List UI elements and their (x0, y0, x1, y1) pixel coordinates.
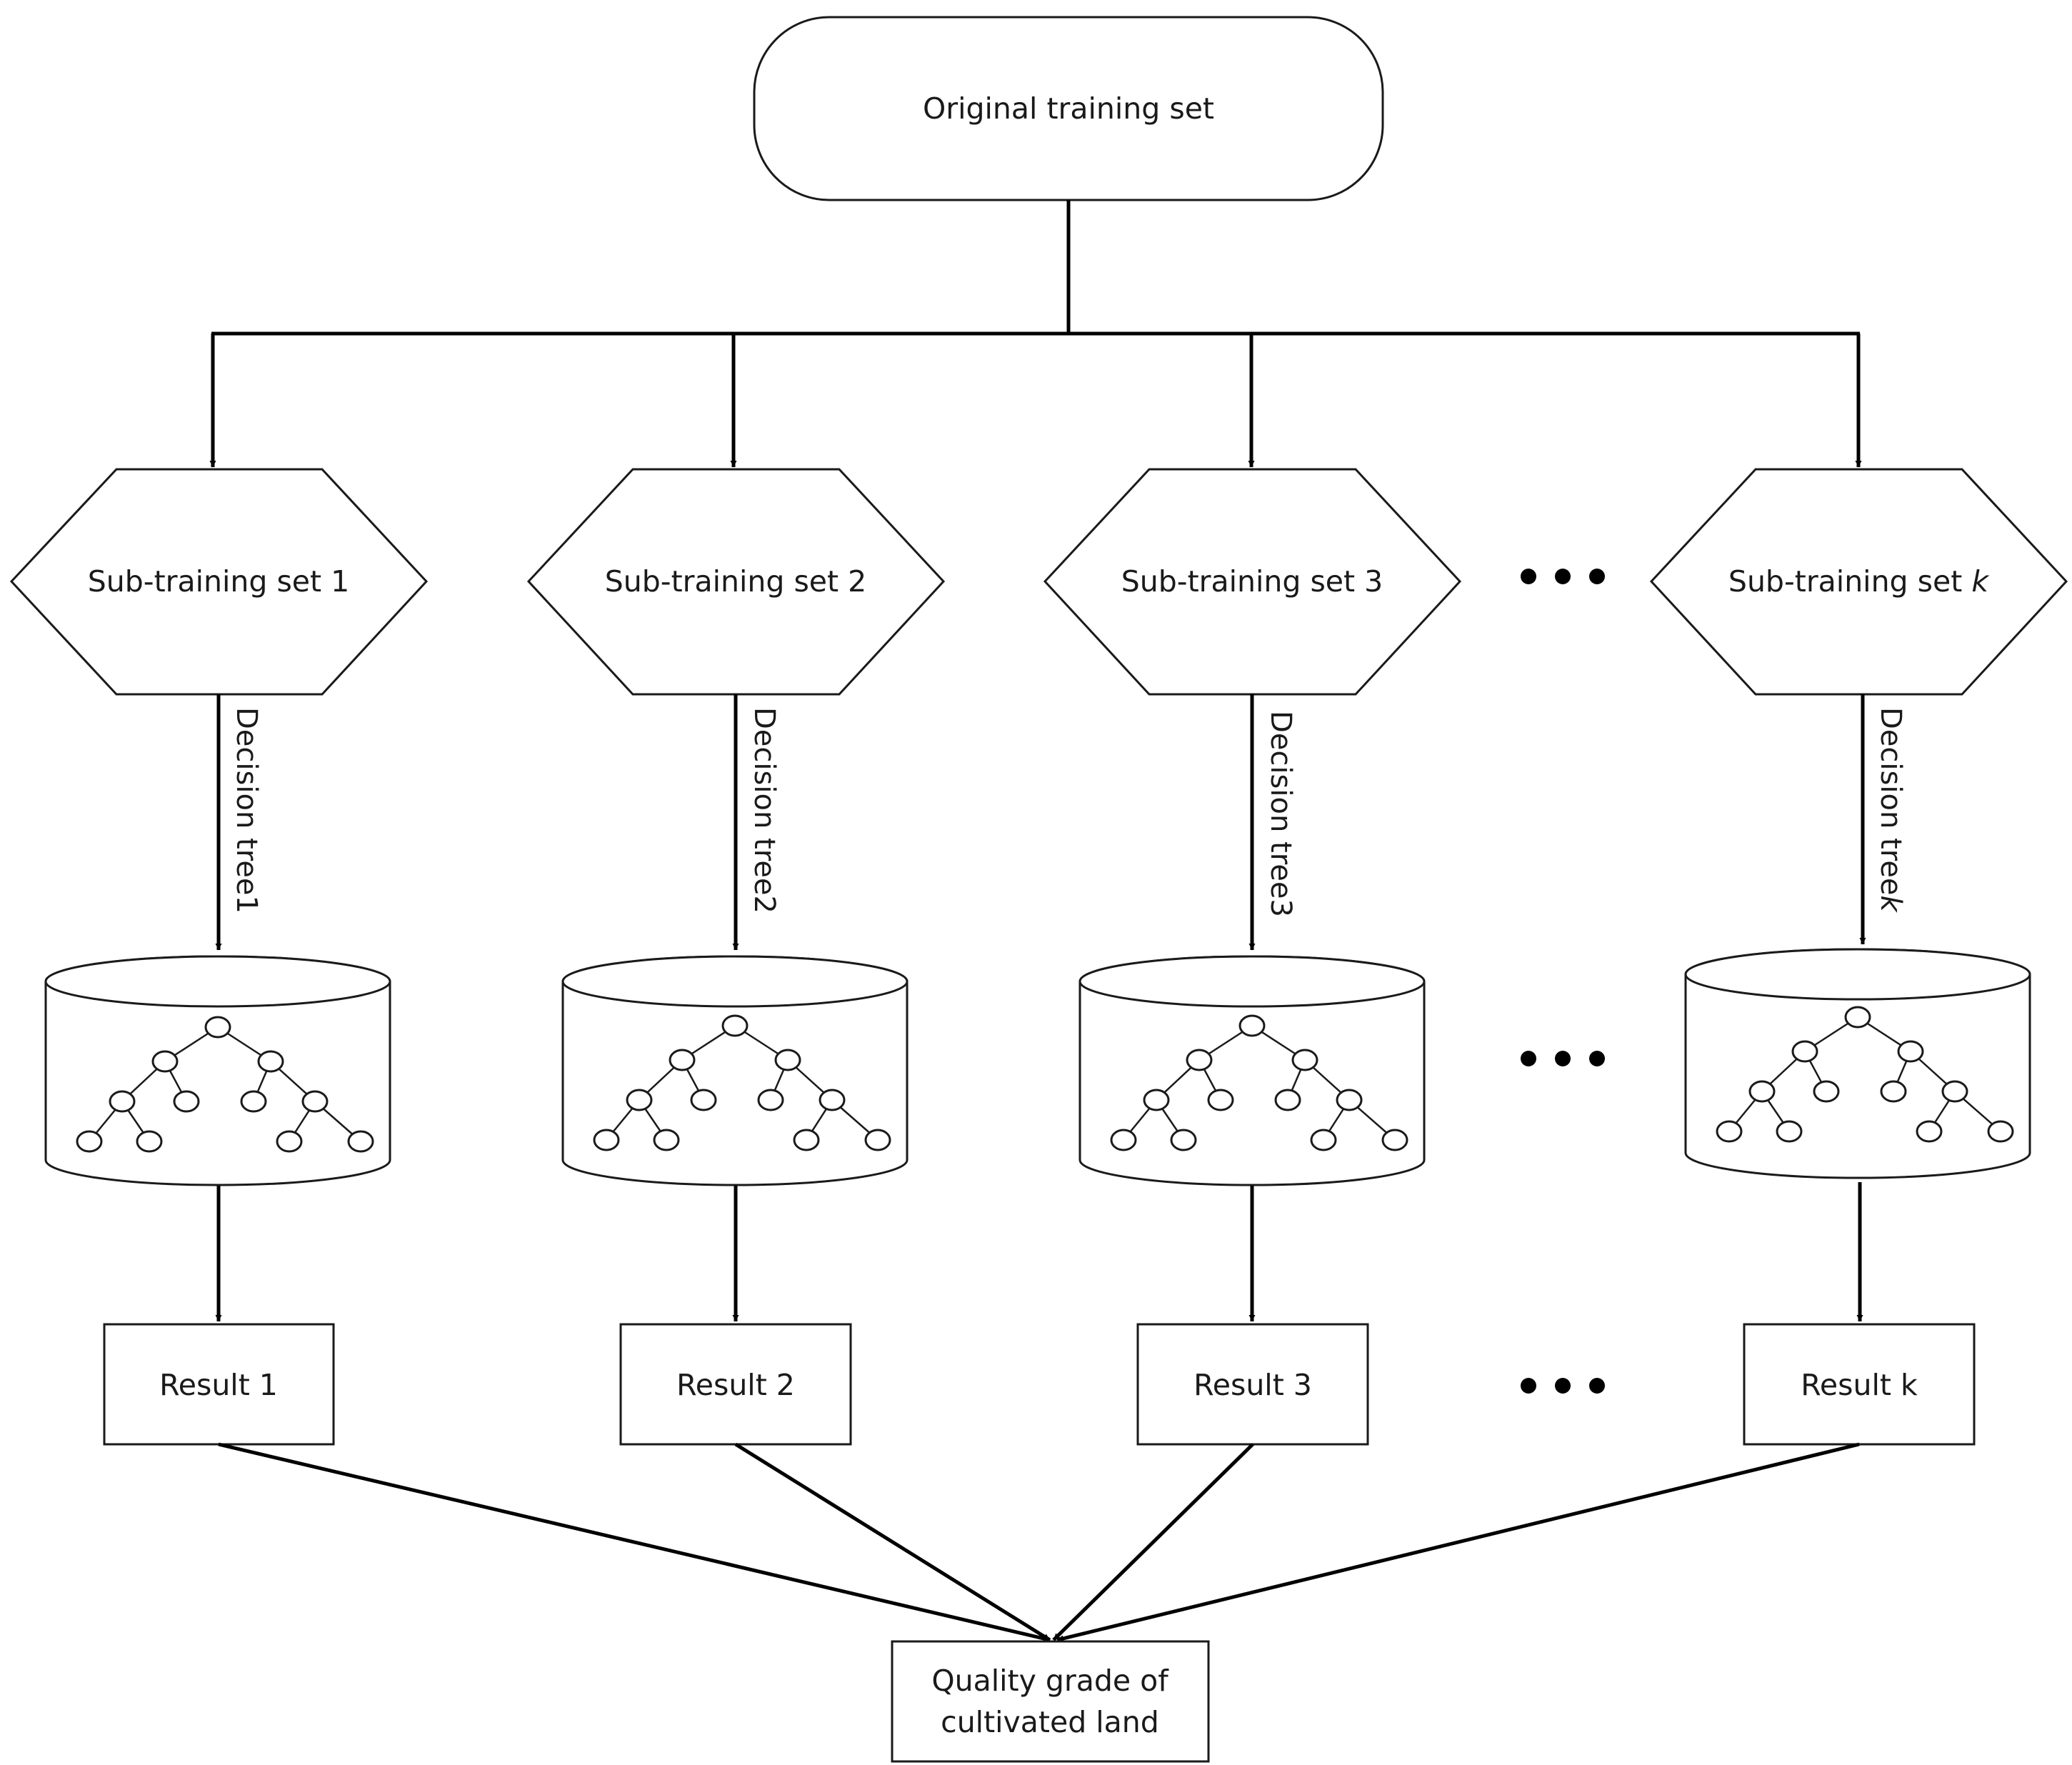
result-k-label: Result k (1801, 1368, 1918, 1402)
output-node: Quality grade of cultivated land (891, 1640, 1210, 1763)
tree-cylinder-k (1684, 948, 2031, 1179)
result-2-label: Result 2 (676, 1368, 795, 1402)
sub-training-set-k: Sub-training set k (1649, 468, 2068, 696)
sub-training-set-k-label: Sub-training set k (1728, 564, 1990, 599)
result-arrows (215, 1182, 1863, 1321)
result-2: Result 2 (619, 1323, 852, 1446)
root-label: Original training set (923, 91, 1214, 126)
sub-training-set-2: Sub-training set 2 (526, 468, 946, 696)
tree-cylinder-2 (561, 955, 909, 1186)
sub-training-set-3-label: Sub-training set 3 (1121, 564, 1383, 599)
sub-training-set-3: Sub-training set 3 (1043, 468, 1462, 696)
ellipsis-results (1521, 1378, 1605, 1394)
tree-cylinder-1 (44, 955, 391, 1186)
sub-training-set-2-label: Sub-training set 2 (605, 564, 866, 599)
decision-tree-arrows (215, 694, 1866, 950)
decision-tree-label-3: Decision tree3 (1264, 711, 1297, 917)
aggregation-arrows (218, 1442, 1860, 1642)
root-node: Original training set (753, 16, 1384, 201)
result-1: Result 1 (103, 1323, 335, 1446)
decision-tree-label-1: Decision tree1 (230, 707, 263, 914)
sub-training-set-1-label: Sub-training set 1 (88, 564, 349, 599)
result-k: Result k (1743, 1323, 1976, 1446)
output-label-line1: Quality grade of (931, 1664, 1169, 1698)
ellipsis-trees (1521, 1051, 1605, 1066)
result-1-label: Result 1 (159, 1368, 278, 1402)
sub-training-set-1: Sub-training set 1 (9, 468, 429, 696)
fan-out-connectors (209, 200, 1862, 467)
decision-tree-label-2: Decision tree2 (748, 707, 781, 914)
decision-tree-label-k: Decision treek (1874, 707, 1907, 913)
result-3: Result 3 (1136, 1323, 1369, 1446)
ellipsis-sub-sets (1521, 569, 1605, 584)
result-3-label: Result 3 (1193, 1368, 1312, 1402)
output-label-line2: cultivated land (941, 1705, 1159, 1739)
tree-cylinder-3 (1078, 955, 1426, 1186)
